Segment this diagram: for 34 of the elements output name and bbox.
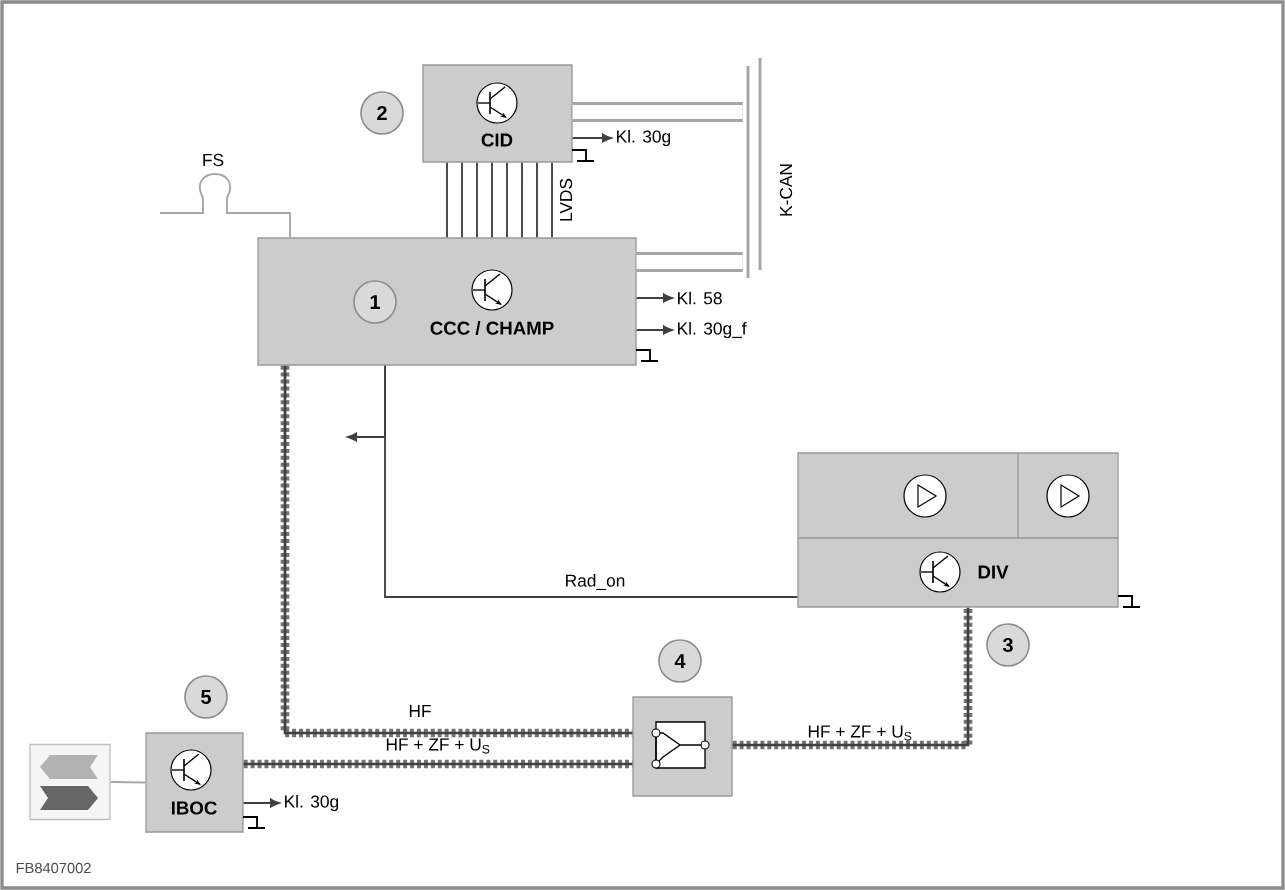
- terminal-wire: [571, 133, 612, 143]
- bus-wires: [572, 102, 743, 122]
- terminal-label: Kl. 30g: [285, 794, 339, 812]
- edge-label: HF + ZF + U$_{S}$: [386, 738, 490, 754]
- edge-label: Rad_on: [566, 574, 625, 590]
- edge-label: LVDS: [559, 178, 573, 221]
- callout-number: 2: [360, 91, 404, 135]
- antenna-line: [159, 173, 291, 239]
- edge-label: HF + ZF + U$_{S}$: [808, 725, 912, 741]
- callout-number: 5: [184, 675, 228, 719]
- coax-cable: [280, 365, 633, 738]
- edge-label: HF: [409, 705, 431, 717]
- terminal-wire: [242, 798, 280, 808]
- coax-cable: [732, 607, 973, 750]
- bus-label: K-CAN: [779, 164, 793, 216]
- terminal-wire: [635, 325, 673, 335]
- signal-wire: [347, 364, 386, 442]
- terminal-label: Kl. 30g_f: [678, 321, 747, 339]
- module-box: DIV: [797, 452, 1119, 608]
- terminal-wire: [635, 293, 673, 303]
- terminal-label: Kl. 30g: [617, 129, 671, 147]
- callout-number: 1: [353, 280, 397, 324]
- coax-cable: [243, 759, 633, 769]
- bus-bar: [746, 56, 762, 280]
- module-box: CID: [422, 64, 573, 163]
- chevrons-drawing: [29, 743, 111, 821]
- callout-number: 3: [986, 623, 1030, 667]
- wire-bundle: [446, 161, 553, 239]
- bus-wires: [636, 252, 743, 272]
- edge-label: FS: [203, 153, 224, 167]
- callout-number: 4: [658, 639, 702, 683]
- figure-code: FB8407002: [16, 862, 91, 874]
- terminal-label: Kl. 58: [678, 291, 722, 305]
- antenna-line: [109, 781, 147, 784]
